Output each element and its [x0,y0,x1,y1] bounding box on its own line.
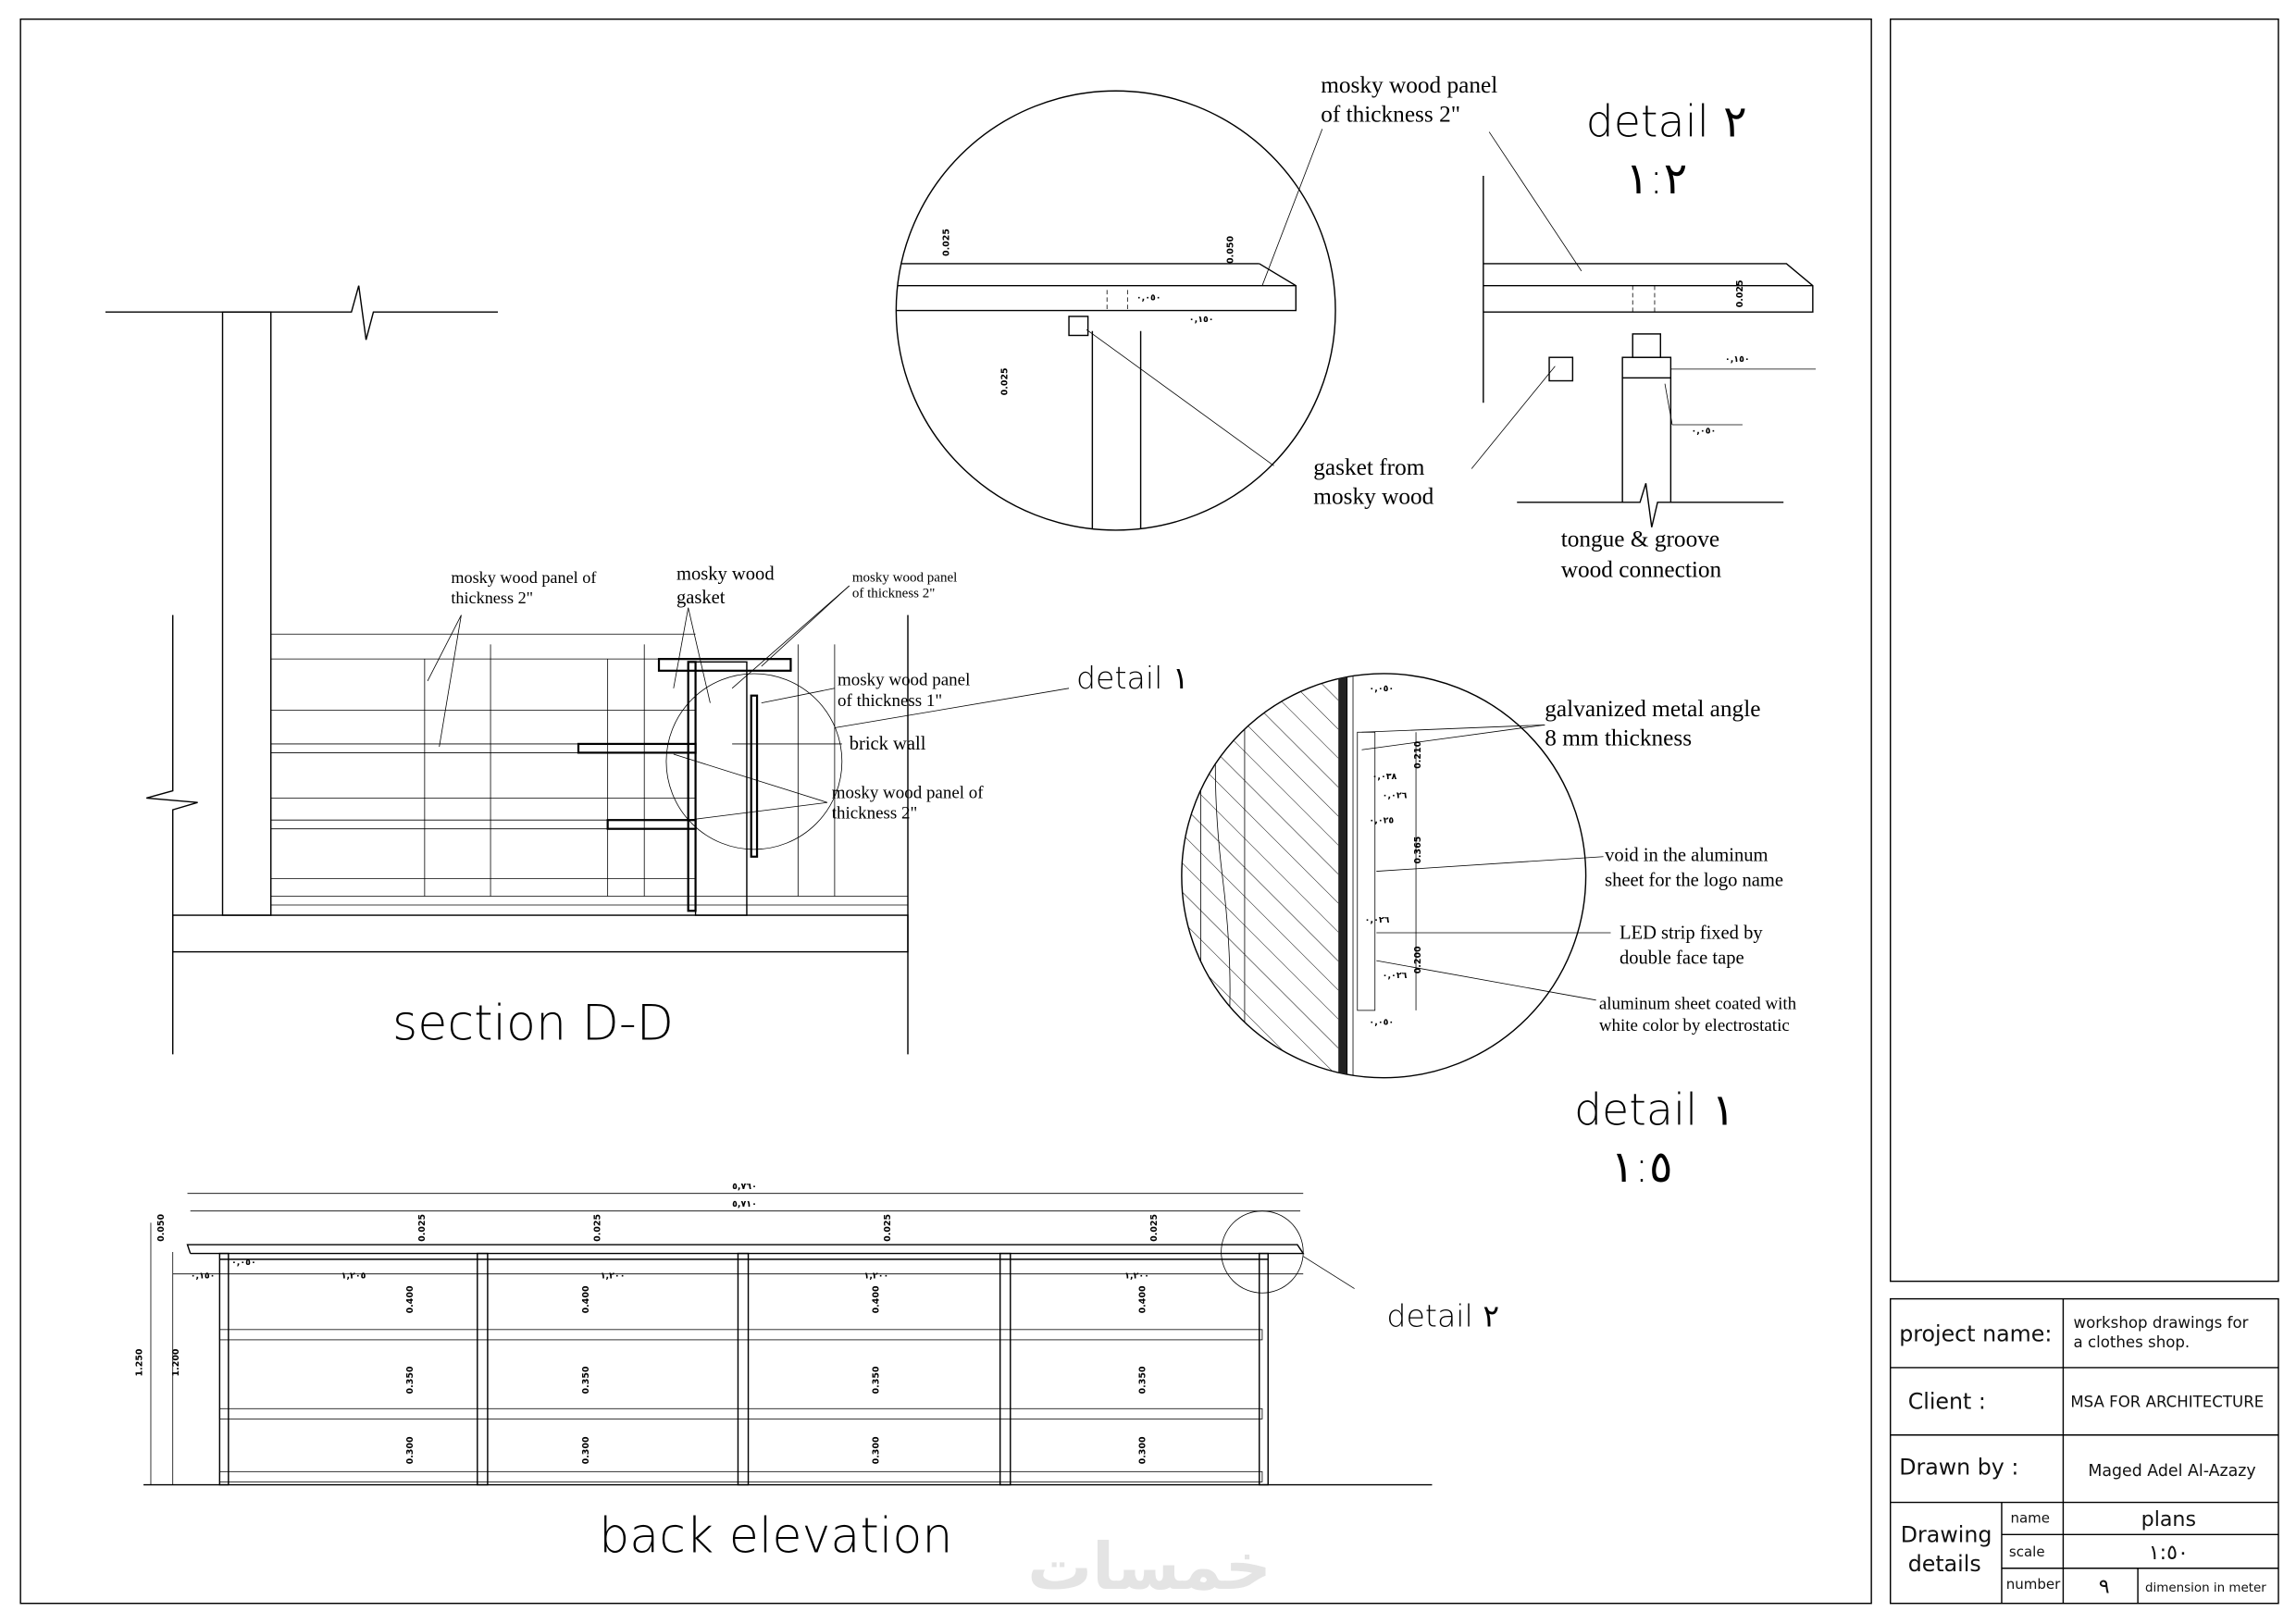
notes-panel [1889,18,2279,1283]
dim-bay-4: ١,٢٠٠ [1124,1271,1149,1281]
detail-1: 0.210 0.365 0.200 ٠,٠٥٠ ٠,٠٣٨ ٠,٠٢٦ ٠,٠٢… [1181,673,1797,1193]
back-elevation: ٥,٧٦٠ ٥,٧١٠ 0.050 1.250 1.200 ٠,١٥٠ ٠,٠٥… [134,1182,1499,1564]
detail-2-title: detail ٢ [1586,96,1747,147]
project-name-label: project name: [1899,1320,2052,1346]
dim: 0.365 [1413,837,1423,864]
dim-post: ٠,٠٥٠ [231,1258,256,1268]
dim: ٠,٠٥٠ [1136,292,1161,303]
dim: ٠,١٥٠ [1725,354,1750,365]
number-label: number [2006,1576,2061,1593]
dim-gap-1: 0.400 [871,1285,881,1313]
scale-value: ١:٥٠ [2149,1541,2189,1565]
drawn-by-value: Maged Adel Al-Azazy [2088,1462,2255,1481]
number-value: ٩ [2099,1575,2110,1599]
label-brick-wall: brick wall [850,734,926,754]
dim-shelf: 0.025 [1149,1214,1160,1242]
dim-edge: ٠,١٥٠ [191,1271,216,1281]
detail-1-title: detail ١ [1574,1085,1735,1135]
dim: 0.025 [1000,367,1011,395]
detail-1-scale: ١:٥ [1610,1142,1672,1193]
back-elevation-title: back elevation [599,1508,952,1564]
dim: ٠,٠٥٠ [1369,684,1394,694]
dim-gap-3: 0.300 [871,1436,881,1464]
dim: ٠,٠٢٥ [1369,815,1394,825]
dim-gap-3: 0.300 [1137,1436,1148,1464]
sheet-border [19,18,1872,1605]
detail-2-callout: detail ٢ [1386,1298,1499,1334]
client-value: MSA FOR ARCHITECTURE [2070,1394,2264,1411]
dim-gap-2: 0.350 [581,1366,591,1394]
dim: 0.025 [1735,279,1745,307]
name-label: name [2010,1510,2050,1527]
dim-shelf: 0.025 [417,1214,428,1242]
client-label: Client : [1908,1388,1986,1414]
dim: ٠,٠٢٦ [1365,915,1390,925]
dim-gap-3: 0.300 [581,1436,591,1464]
detail-2: 0.025 0.050 0.025 ٠,٠٥٠ ٠,١٥٠ 0.025 ٠,١٥… [895,72,1817,583]
dim-bay-1: ١,٢٠٥ [341,1271,366,1281]
dim: ٠,١٥٠ [1189,315,1214,325]
dim-top-thk: 0.050 [156,1213,167,1241]
detail-1-callout: detail ١ [1076,660,1189,696]
dim-gap-1: 0.400 [405,1285,416,1313]
dim-gap-3: 0.300 [405,1436,416,1464]
dim: 0.200 [1413,946,1423,973]
dim-overall-1: ٥,٧٦٠ [732,1182,757,1192]
dim: ٠,٠٣٨ [1372,772,1397,782]
dim-bay-2: ١,٢٠٠ [601,1271,626,1281]
section-dd-title: section D-D [392,997,674,1052]
dim-gap-2: 0.350 [1137,1366,1148,1394]
dim-shelf: 0.025 [883,1214,893,1242]
scale-label: scale [2009,1543,2045,1560]
dim: 0.210 [1413,740,1423,768]
dim: ٠,٠٥٠ [1369,1018,1394,1028]
dim: ٠,٠٢٦ [1383,971,1408,981]
dim-gap-1: 0.400 [1137,1285,1148,1313]
watermark-logo: خمسات [1027,1530,1272,1605]
drawn-by-label: Drawn by : [1899,1454,2018,1480]
dim-height-1: 1.250 [134,1348,144,1376]
dim-height-2: 1.200 [171,1348,181,1376]
dim-shelf: 0.025 [593,1214,603,1242]
dim-gap-1: 0.400 [581,1285,591,1313]
units-note: dimension in meter [2145,1581,2266,1595]
dim-gap-2: 0.350 [871,1366,881,1394]
name-value: plans [2141,1507,2196,1531]
dim: ٠,٠٥٠ [1692,426,1717,436]
dim: 0.025 [941,229,951,256]
detail-2-scale: ١:٢ [1625,154,1687,205]
bay-dims: 0.025 0.400 0.350 0.300 0.025 0.400 0.35… [405,1214,1160,1465]
dim-bay-3: ١,٢٠٠ [864,1271,889,1281]
dim: 0.050 [1225,236,1235,264]
dim-gap-2: 0.350 [405,1366,416,1394]
dim-overall-2: ٥,٧١٠ [732,1199,757,1209]
dim: ٠,٠٢٦ [1383,790,1408,800]
